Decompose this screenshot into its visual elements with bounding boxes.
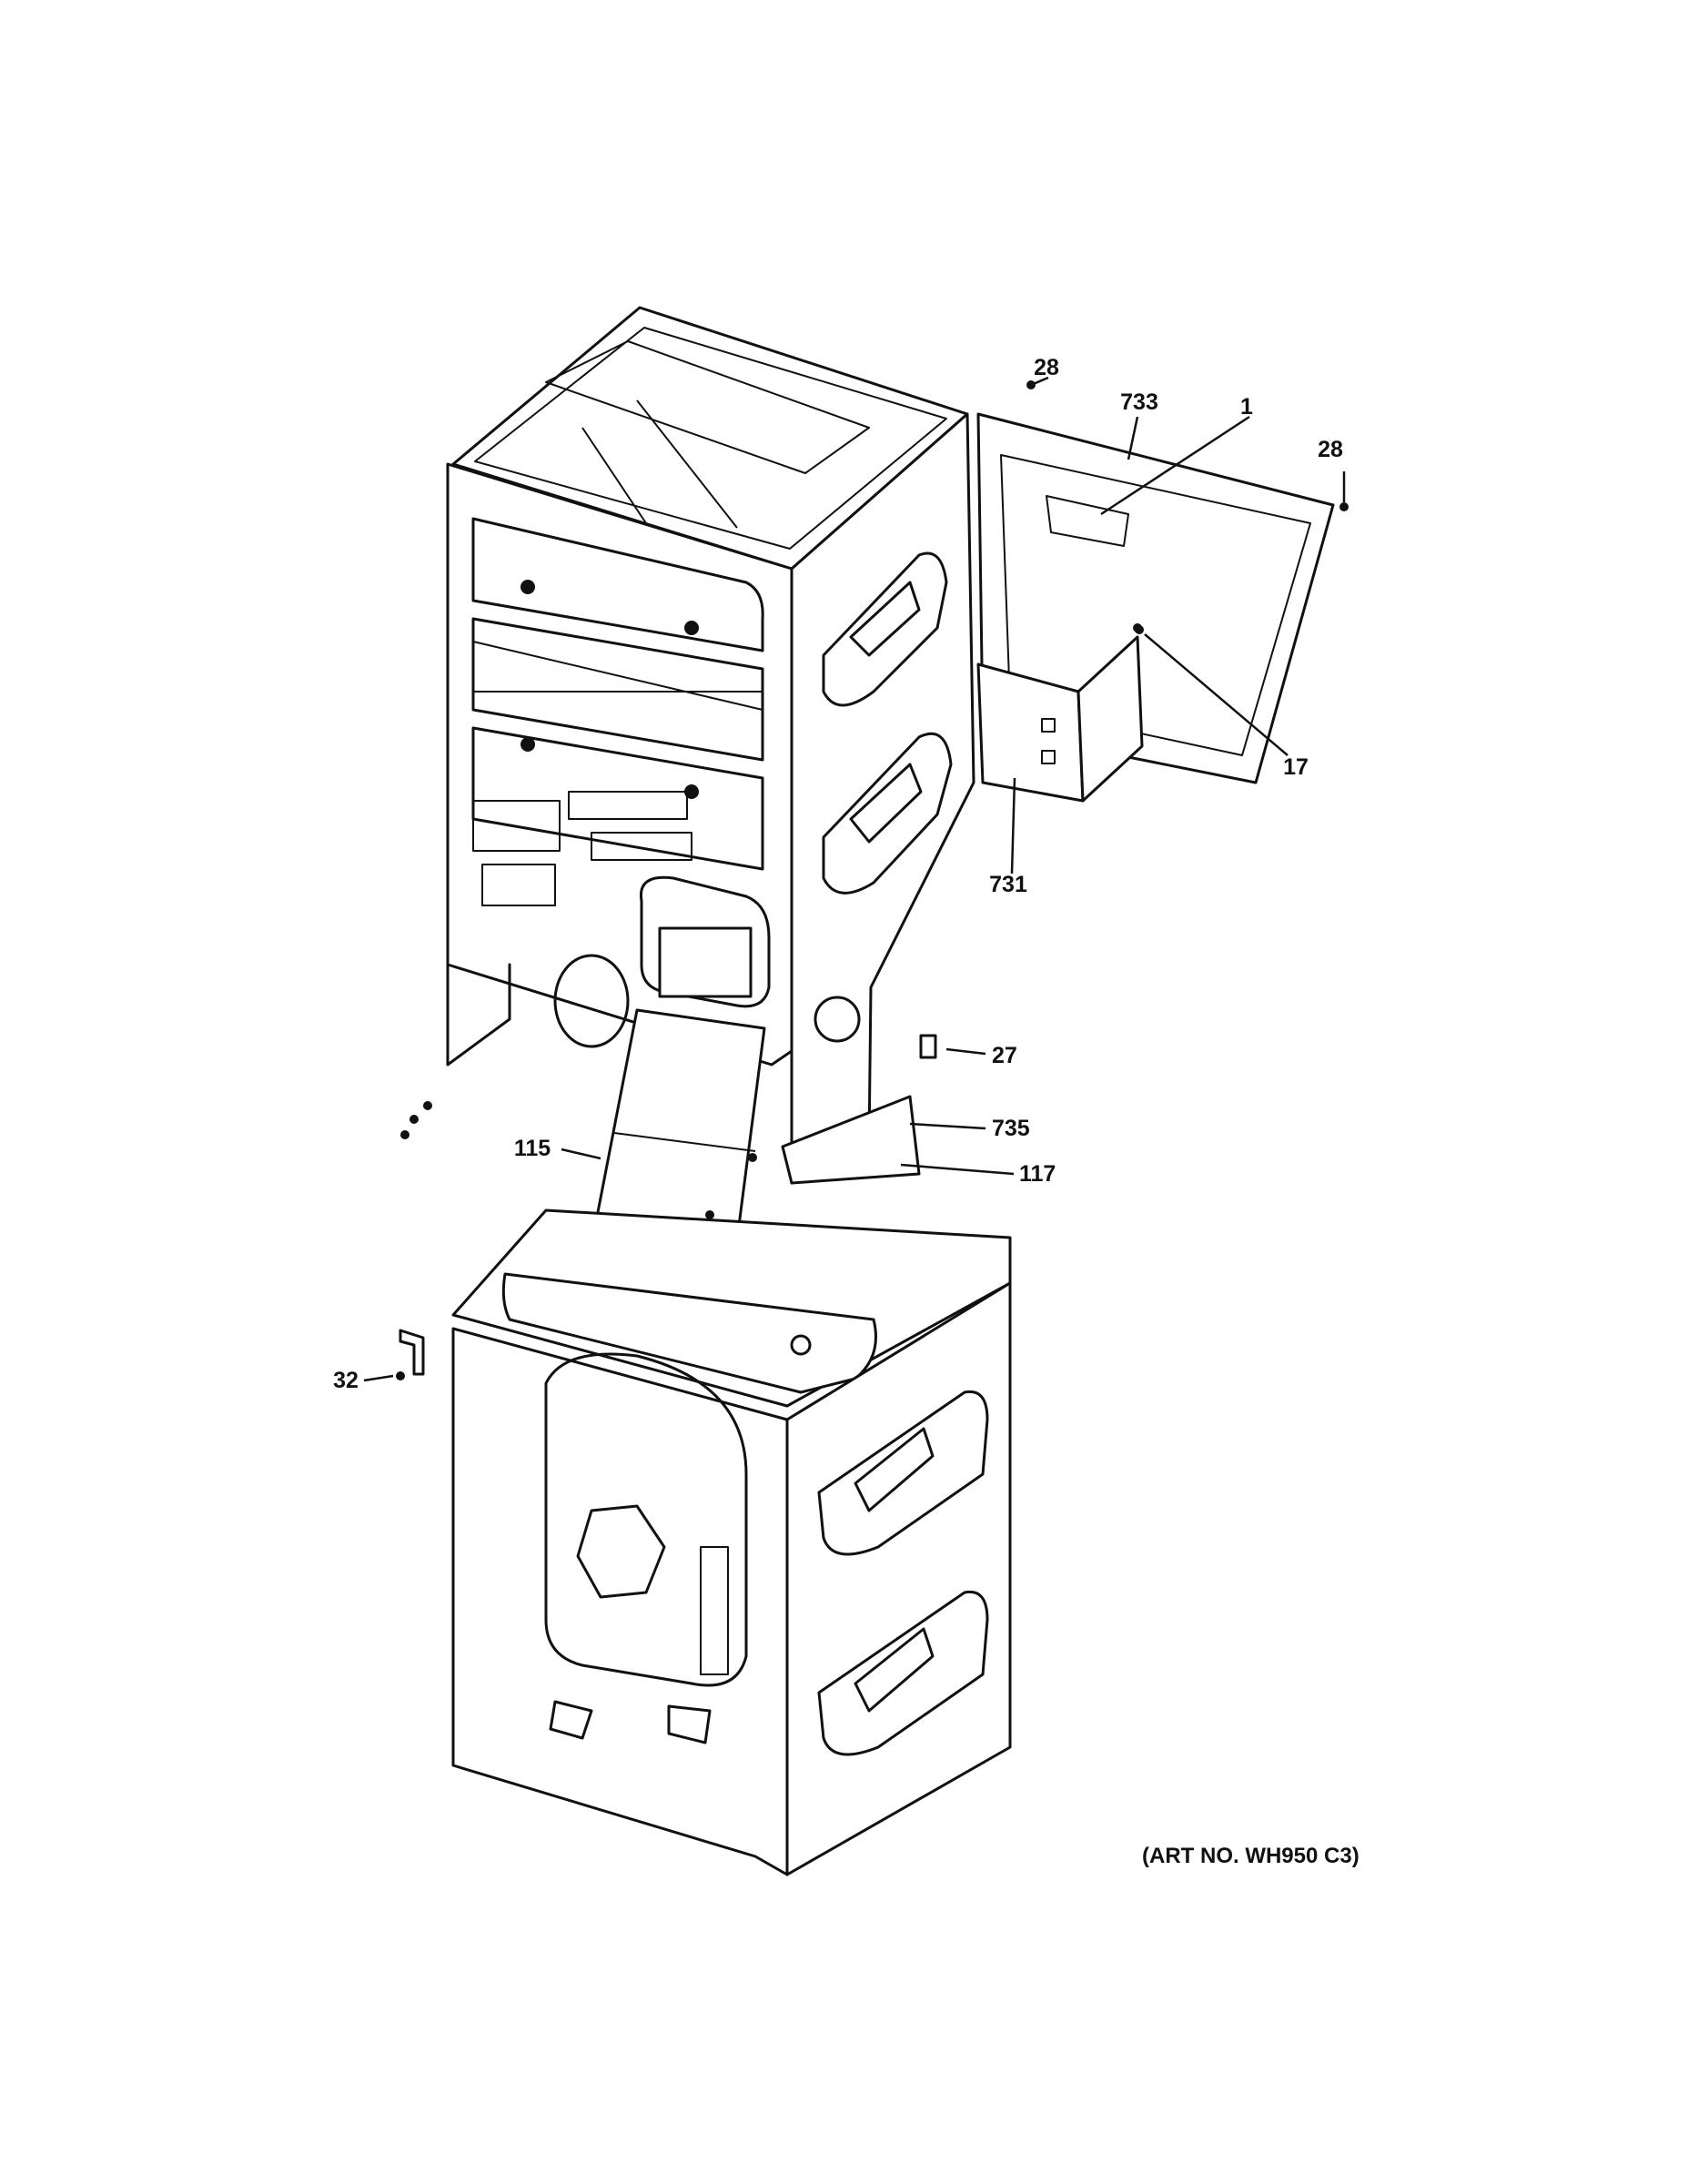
callout-733: 733 (1120, 389, 1158, 415)
bracket-731 (976, 635, 1144, 803)
clip-27 (919, 1034, 937, 1059)
callout-28-top-right: 28 (1318, 437, 1343, 462)
callout-27: 27 (992, 1043, 1017, 1068)
art-number: (ART NO. WH950 C3) (1142, 1844, 1359, 1868)
upper-cabinet (446, 306, 975, 1185)
callout-1: 1 (1240, 394, 1253, 420)
callout-17: 17 (1283, 754, 1309, 780)
callout-labels: 28 733 1 28 17 731 27 735 115 117 32 (333, 355, 1343, 1393)
screws (396, 380, 1349, 1380)
callout-735: 735 (992, 1116, 1030, 1141)
bracket-32 (399, 1329, 425, 1376)
callout-117: 117 (1019, 1161, 1056, 1187)
callout-28-top-left: 28 (1034, 355, 1059, 380)
callout-731: 731 (989, 872, 1027, 897)
callout-115: 115 (514, 1136, 551, 1161)
lower-cabinet (451, 1208, 1012, 1876)
leader-lines (363, 376, 1346, 1382)
callout-32: 32 (333, 1368, 359, 1393)
